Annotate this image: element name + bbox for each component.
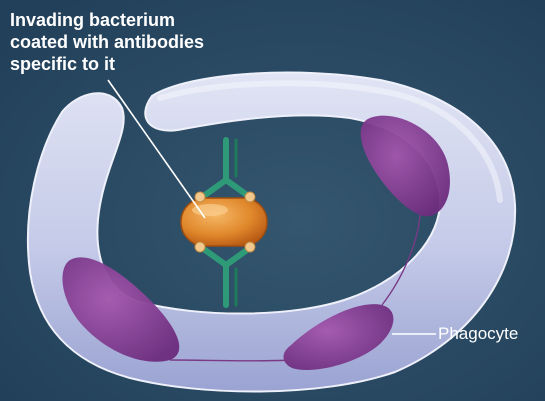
bacterium-label-line-1: Invading bacterium — [10, 9, 270, 31]
bacterium-label-line-3: specific to it — [10, 53, 270, 75]
antibody-tip — [195, 242, 205, 252]
nuclear-strand-bottom — [170, 360, 292, 361]
bacterium-label: Invading bacterium coated with antibodie… — [10, 9, 270, 75]
phagocyte-label: Phagocyte — [438, 323, 518, 345]
antibody-tip — [195, 192, 205, 202]
antibody-tip — [245, 192, 255, 202]
antibody-tip — [245, 242, 255, 252]
bacterium-label-line-2: coated with antibodies — [10, 31, 270, 53]
